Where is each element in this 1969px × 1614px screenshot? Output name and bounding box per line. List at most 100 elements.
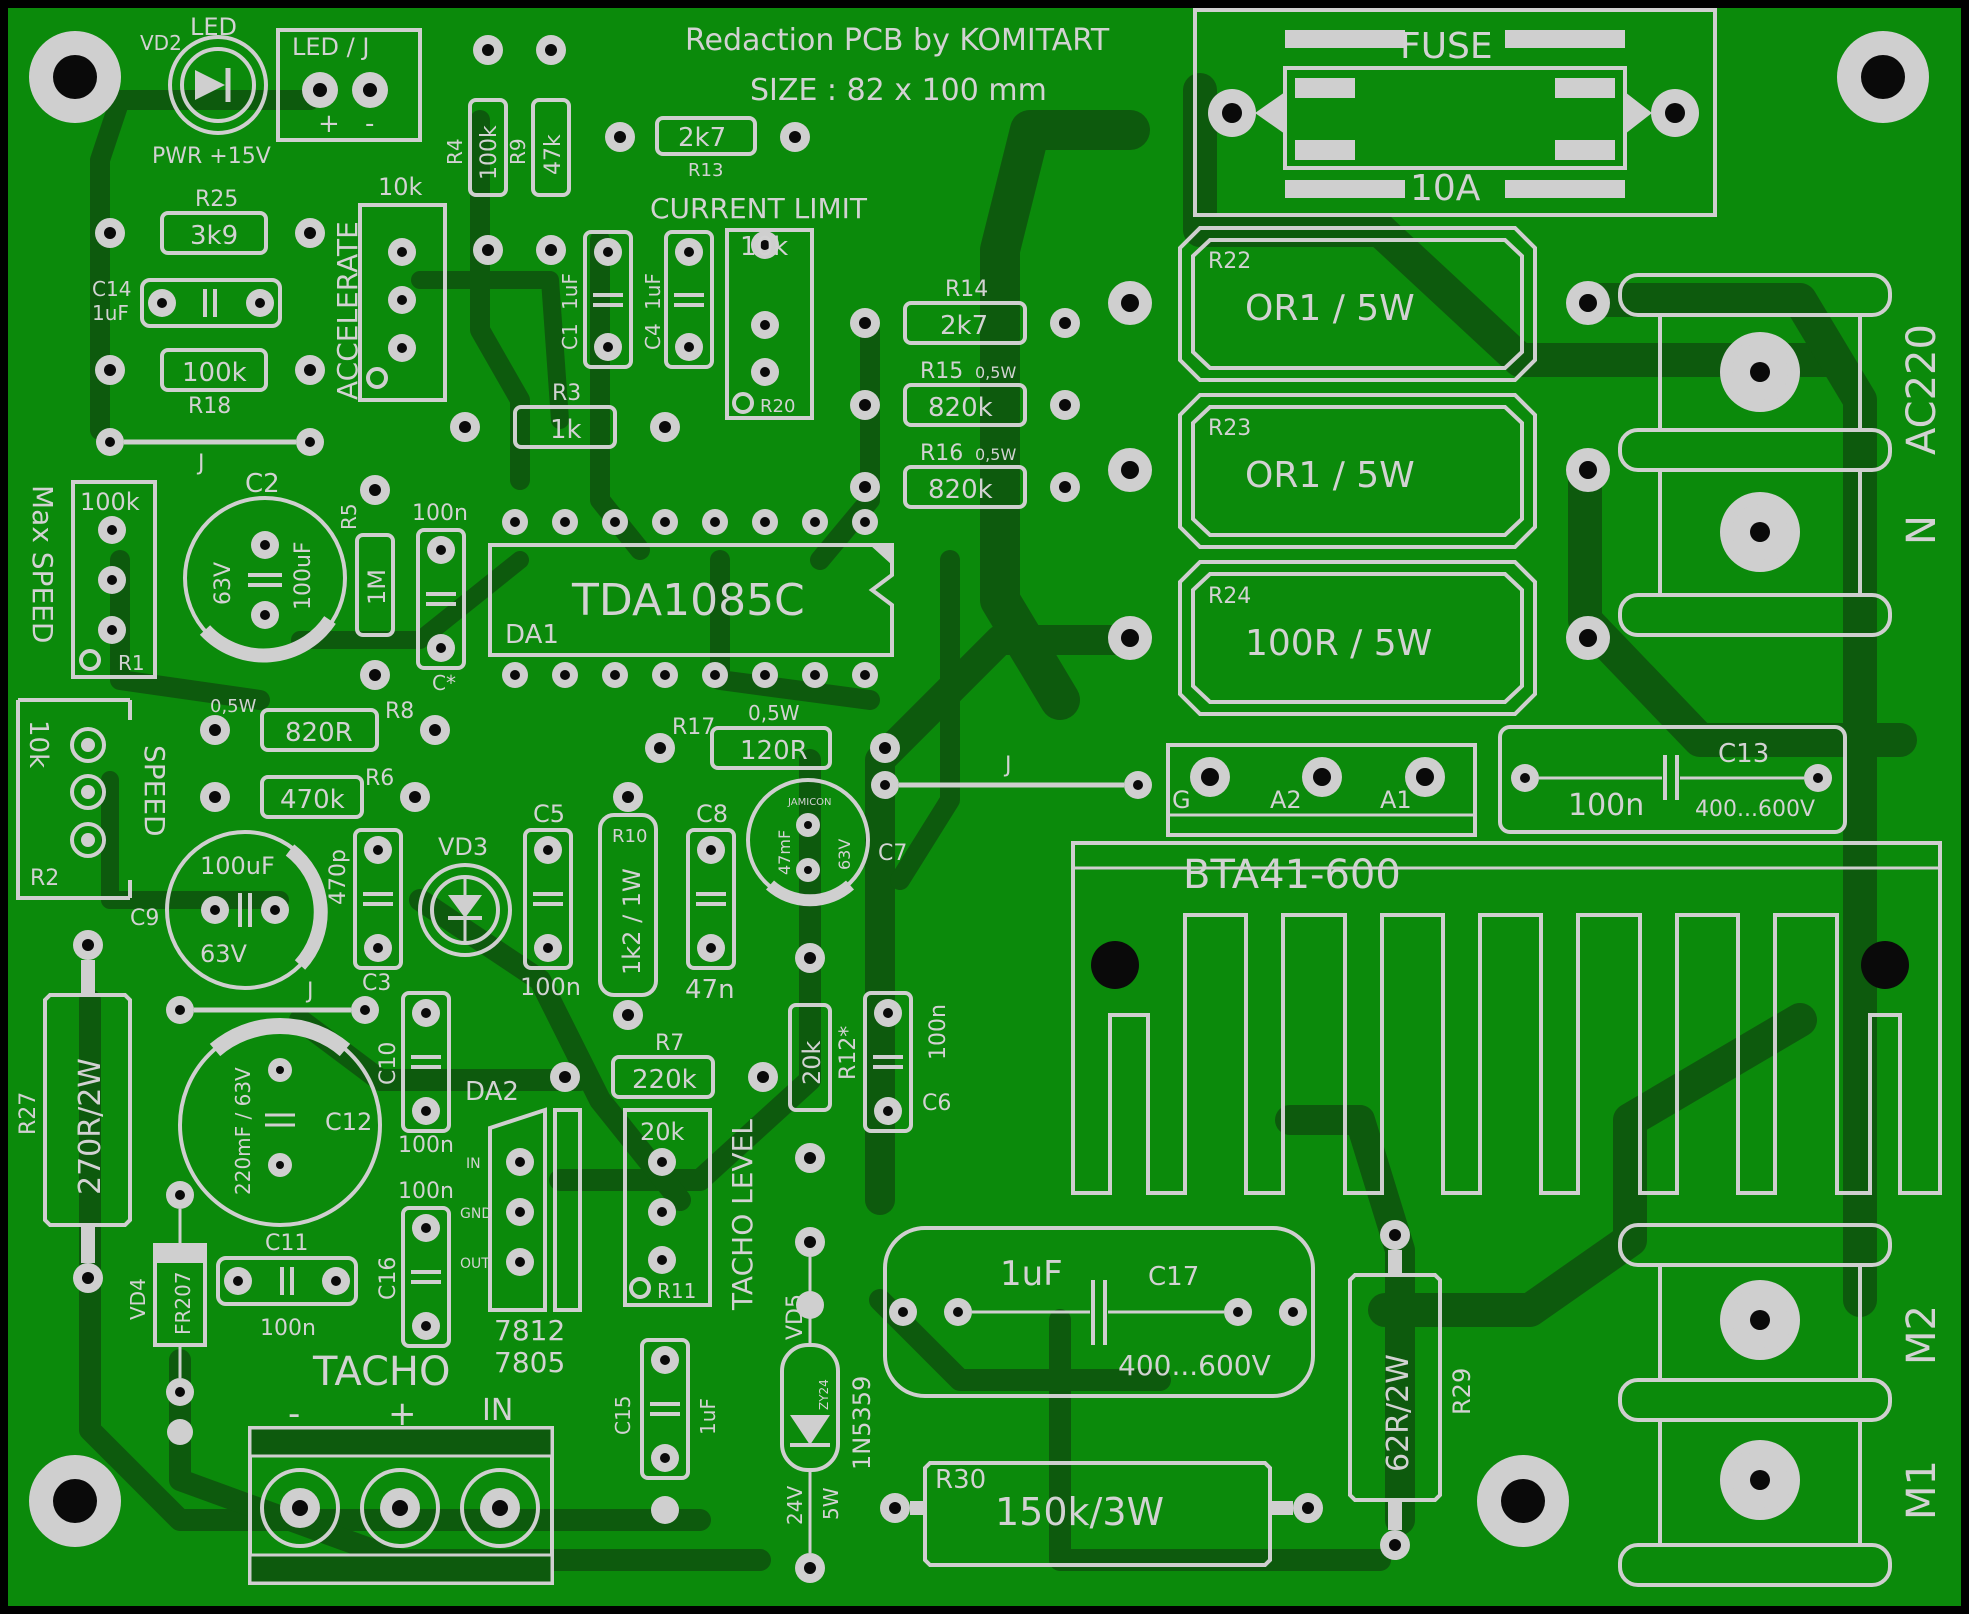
tacho-minus: - (288, 1394, 300, 1434)
led-j-plus: + (318, 109, 340, 139)
r22-value: OR1 / 5W (1245, 288, 1415, 329)
regulator-7812: 7812 (494, 1314, 565, 1347)
fuse-label: FUSE (1400, 26, 1493, 67)
c8-ref: C8 (696, 800, 728, 828)
terminal-ac220-n: AC220 N (1618, 273, 1945, 637)
led-vd2: VD2 LED PWR +15V (140, 13, 271, 169)
r24-value: 100R / 5W (1245, 623, 1432, 664)
n-label: N (1899, 515, 1945, 545)
r6-value: 470k (280, 785, 345, 815)
r18-ref: R18 (188, 394, 231, 419)
c4-value: 1uF (641, 273, 665, 310)
r10-value: 1k2 / 1W (618, 868, 646, 975)
r15-ref: R15 (920, 359, 963, 384)
r18-value: 100k (182, 358, 247, 388)
c17-value: 1uF (1000, 1254, 1063, 1294)
r12-ref: R12* (836, 1026, 861, 1080)
pin-a2: A2 (1270, 786, 1302, 814)
tacho-connector: TACHO - + IN (248, 1349, 554, 1585)
r2-ref: R2 (30, 866, 59, 891)
c15-ref: C15 (611, 1396, 635, 1435)
c5-ref: C5 (533, 800, 565, 828)
via-vd4-extra (167, 1419, 193, 1445)
ic-ref: DA1 (505, 620, 559, 650)
capacitor-c9: 100uF C9 63V (130, 830, 328, 990)
r6-ref: R6 (365, 766, 394, 791)
r16-ref: R16 (920, 441, 963, 466)
capacitor-c16: 100n C16 (376, 1179, 454, 1348)
r1-value: 100k (80, 488, 140, 516)
capacitor-c13: C13 100n 400...600V (1498, 725, 1847, 834)
da2-pin-gnd: GND (460, 1206, 492, 1222)
resistor-r15: R15 0,5W 820k (850, 359, 1080, 427)
r17-ref: R17 (672, 715, 715, 740)
capacitor-c10: C10 100n (376, 991, 454, 1158)
diode-vd5: VD5 ZY24 1N5359 24V 5W (780, 1227, 876, 1583)
r11-value: 20k (640, 1118, 685, 1146)
c17-voltage: 400...600V (1118, 1349, 1271, 1382)
resistor-r12: 20k R12* (788, 943, 861, 1173)
r14-ref: R14 (945, 277, 988, 302)
pwr-text: PWR +15V (152, 144, 271, 169)
resistor-r7: R7 220k (550, 1031, 778, 1099)
c17-ref: C17 (1148, 1262, 1199, 1292)
resistor-r18: 100k R18 (95, 348, 325, 419)
r30-value: 150k/3W (995, 1490, 1164, 1534)
capacitor-c11: C11 100n (216, 1231, 358, 1341)
c9-ref: C9 (130, 906, 159, 931)
c9-value: 100uF (200, 852, 275, 880)
c12-value: 220mF / 63V (231, 1067, 255, 1195)
m2-label: M2 (1899, 1305, 1945, 1365)
r11-ref: R11 (657, 1279, 696, 1303)
max-speed-label: Max SPEED (26, 485, 59, 643)
c2-value: 100uF (291, 541, 316, 610)
r13-value: 2k7 (678, 123, 726, 153)
r24-ref: R24 (1208, 584, 1251, 609)
cx-value: 100n (412, 501, 468, 526)
resistor-r30: R30 150k/3W (880, 1461, 1323, 1567)
trimmer-accelerate: 10k ACCELERATE (331, 173, 447, 402)
r20-value: 10k (740, 232, 788, 262)
c6-ref: C6 (922, 1091, 951, 1116)
accelerate-value: 10k (378, 173, 423, 201)
ic-tda1085c: TDA1085C DA1 (488, 509, 894, 688)
vd5-voltage: 24V (783, 1486, 807, 1525)
ac220-label: AC220 (1899, 324, 1945, 455)
ic-da1-pins-bottom (502, 662, 878, 688)
c13-ref: C13 (1718, 739, 1769, 769)
r10-ref: R10 (612, 826, 647, 847)
j2-label: J (1003, 753, 1012, 778)
c8-value: 47n (685, 975, 735, 1005)
mounting-hole-tl (29, 31, 121, 123)
r5-ref: R5 (337, 503, 361, 530)
da2-ref: DA2 (465, 1077, 519, 1107)
led-j-connector: LED / J + - (276, 28, 422, 142)
vd2-ref: VD2 (140, 31, 182, 55)
current-limit-label: CURRENT LIMIT (650, 192, 868, 225)
mounting-hole-tr (1837, 31, 1929, 123)
capacitor-c1: C1 1uF (558, 230, 633, 369)
r29-ref: R29 (1448, 1368, 1476, 1415)
fuse-holder: FUSE 10A (1193, 8, 1717, 217)
capacitor-c12: 220mF / 63V C12 (178, 1018, 382, 1227)
capacitor-c2: C2 63V 100uF (183, 469, 347, 663)
pin-a1: A1 (1380, 786, 1412, 814)
r3-value: 1k (550, 415, 582, 445)
vd5-mark: ZY24 (817, 1379, 831, 1410)
r4-ref: R4 (443, 138, 467, 165)
diode-vd4: VD4 FR207 (126, 1181, 207, 1406)
resistor-r4: R4 100k (443, 35, 508, 265)
tacho-level-label: TACHO LEVEL (726, 1119, 759, 1311)
resistor-r27: R27 270R/2W (16, 930, 132, 1293)
vd4-ref: VD4 (126, 1278, 150, 1320)
r8-value: 820R (285, 718, 353, 748)
vd3-ref: VD3 (438, 833, 488, 861)
c10-value: 100n (398, 1133, 454, 1158)
resistor-r23: R23 OR1 / 5W (1108, 393, 1610, 549)
c7-voltage: 63V (835, 839, 854, 870)
r23-value: OR1 / 5W (1245, 455, 1415, 496)
ic-part-number: TDA1085C (571, 575, 805, 626)
misc-vias (796, 1291, 824, 1319)
r14-value: 2k7 (940, 311, 988, 341)
resistor-r25: R25 3k9 (95, 187, 325, 255)
